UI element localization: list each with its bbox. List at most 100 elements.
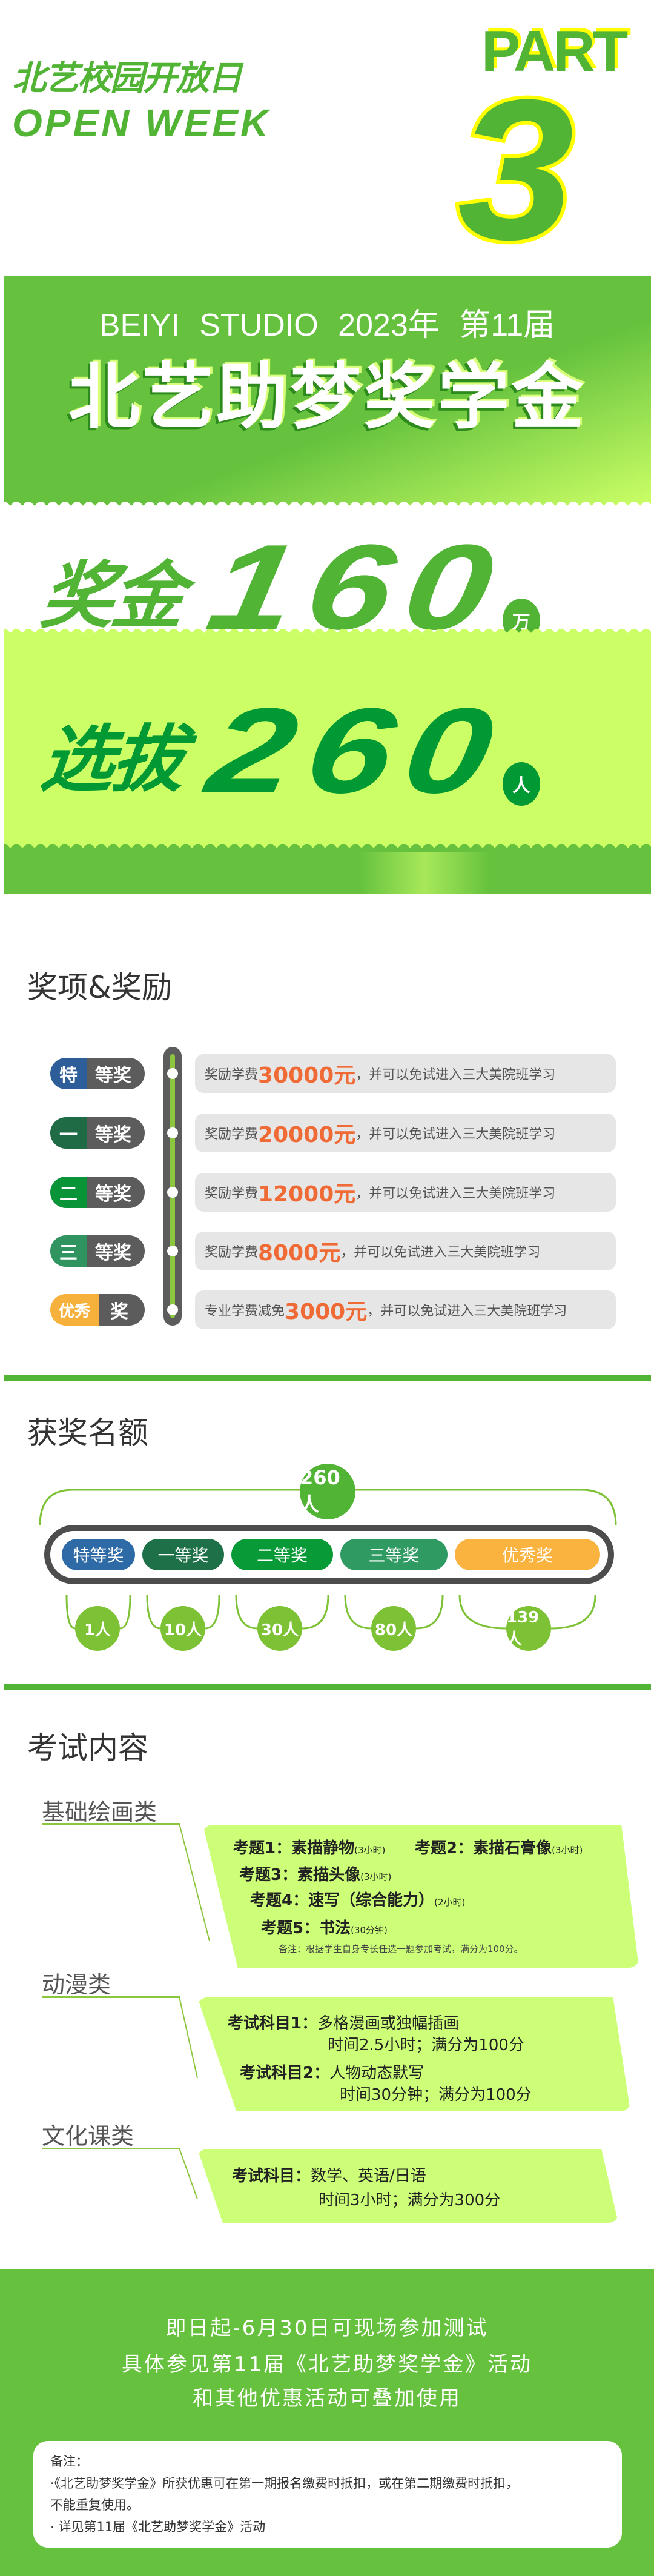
category-basic: 基础绘画类 xyxy=(42,1799,157,1825)
awards-title: 奖项&奖励 xyxy=(27,970,172,1005)
scholarship-title: 北艺助梦奖学金 xyxy=(68,355,586,439)
connector-lines xyxy=(179,1823,210,2200)
tier-count: 1人 xyxy=(75,1606,120,1651)
q3-name: 素描头像 xyxy=(297,1866,361,1884)
part-label: PART xyxy=(481,19,628,84)
category-underline xyxy=(42,1823,180,1825)
anime-s1-name: 多格漫画或独幅插画 xyxy=(317,2014,460,2033)
tier-bracket xyxy=(458,1595,596,1630)
culture-s1-name: 数学、英语/日语 xyxy=(311,2167,426,2185)
anime-s2-label: 考试科目2： xyxy=(240,2064,330,2082)
tier-bracket xyxy=(146,1595,220,1630)
quota-brackets xyxy=(39,1489,617,1630)
award-tier: 三 xyxy=(50,1235,87,1267)
award-suffix: 等奖 xyxy=(82,1058,145,1089)
q3-time: (3小时) xyxy=(360,1871,392,1882)
q2-time: (3小时) xyxy=(552,1845,583,1856)
q1-label: 考题1： xyxy=(233,1839,292,1857)
reward-amount: 8000元 xyxy=(258,1241,341,1266)
reward-amount: 12000元 xyxy=(258,1182,356,1207)
selection-label: 选拔 xyxy=(37,719,187,800)
reward-prefix: 奖励学费 xyxy=(205,1245,259,1260)
footer-line: 具体参见第11届《北艺助梦奖学金》活动 xyxy=(121,2352,533,2377)
award-tier: 一 xyxy=(50,1117,87,1149)
award-tier: 二 xyxy=(50,1177,87,1208)
tier-bracket xyxy=(344,1595,444,1630)
culture-s1-detail: 时间3小时；满分为300分 xyxy=(319,2191,501,2209)
q4-name: 速写（综合能力） xyxy=(308,1891,435,1910)
footer-line: 即日起-6月30日可现场参加测试 xyxy=(165,2316,489,2340)
reward-rest: ，并可以免试进入三大美院班学习 xyxy=(355,1067,556,1083)
award-badge: 三 等奖 xyxy=(50,1235,145,1267)
hero-banner xyxy=(4,276,651,506)
award-badge: 特 等奖 xyxy=(50,1058,145,1089)
exam-title: 考试内容 xyxy=(27,1730,148,1765)
reward-prefix: 专业学费减免 xyxy=(205,1304,285,1319)
reward-rest: ，并可以免试进入三大美院班学习 xyxy=(355,1127,556,1142)
q5-name: 书法 xyxy=(319,1919,351,1937)
reward-amount: 3000元 xyxy=(285,1300,368,1324)
reward-rest: ，并可以免试进入三大美院班学习 xyxy=(367,1304,567,1319)
award-suffix: 奖 xyxy=(94,1294,145,1326)
category-anime: 动漫类 xyxy=(42,1971,111,1998)
tier-pill: 特等奖 xyxy=(62,1539,135,1570)
green-strip xyxy=(4,848,651,894)
award-badge: 一 等奖 xyxy=(50,1117,145,1149)
tier-count: 30人 xyxy=(257,1606,302,1651)
selection-count: 选拔 260 人 xyxy=(38,683,540,818)
tier-count: 139人 xyxy=(506,1606,551,1651)
tier-pill: 一等奖 xyxy=(142,1539,224,1570)
note-line: 不能重复使用。 xyxy=(50,2498,139,2512)
exam-card-culture: 考试科目：数学、英语/日语 时间3小时；满分为300分 xyxy=(197,2149,618,2223)
anime-s1-label: 考试科目1： xyxy=(228,2014,318,2033)
reward-amount: 30000元 xyxy=(258,1063,356,1088)
exam-card-basic: 考题1：素描静物(3小时) 考题2：素描石膏像(3小时) 考题3：素描头像(3小… xyxy=(203,1825,639,1968)
prize-money: 奖金 160 万 xyxy=(38,520,540,655)
zigzag-divider xyxy=(4,629,651,637)
award-suffix: 等奖 xyxy=(82,1177,145,1208)
part-number: 3 xyxy=(454,58,578,281)
prize-number: 160 xyxy=(199,520,517,655)
q4-label: 考题4： xyxy=(250,1891,309,1910)
timeline-dot xyxy=(167,1187,178,1198)
q1-time: (3小时) xyxy=(354,1845,386,1856)
tier-bracket xyxy=(235,1595,329,1630)
award-suffix: 等奖 xyxy=(82,1117,145,1149)
anime-s2-detail: 时间30分钟；满分为100分 xyxy=(340,2086,532,2104)
selection-section xyxy=(4,633,651,848)
event-title-en: OPEN WEEK xyxy=(12,101,271,145)
event-title-cn: 北艺校园开放日 xyxy=(12,59,242,98)
q3-label: 考题3： xyxy=(239,1866,298,1884)
reward-prefix: 奖励学费 xyxy=(205,1127,259,1142)
total-count: 260人 xyxy=(300,1464,355,1519)
notes-title: 备注： xyxy=(50,2454,88,2469)
award-badge: 二 等奖 xyxy=(50,1177,145,1208)
selection-number: 260 xyxy=(199,683,517,818)
reward-amount: 20000元 xyxy=(258,1123,356,1147)
reward-rest: ，并可以免试进入三大美院班学习 xyxy=(340,1245,541,1260)
category-underline xyxy=(42,2148,180,2149)
award-badge: 优秀 奖 xyxy=(50,1294,145,1326)
category-underline xyxy=(42,1996,180,1998)
q5-label: 考题5： xyxy=(261,1919,320,1937)
tier-pill: 二等奖 xyxy=(231,1539,333,1570)
reward-rest: ，并可以免试进入三大美院班学习 xyxy=(355,1186,556,1201)
quota-title: 获奖名额 xyxy=(27,1415,148,1450)
reward-prefix: 奖励学费 xyxy=(205,1186,259,1201)
prize-label: 奖金 xyxy=(37,556,187,637)
zigzag-divider xyxy=(4,844,651,852)
money-section xyxy=(4,506,651,633)
q5-time: (30分钟) xyxy=(351,1925,388,1936)
anime-s2-name: 人物动态默写 xyxy=(329,2064,424,2082)
culture-s1-label: 考试科目： xyxy=(232,2167,311,2185)
reward-prefix: 奖励学费 xyxy=(205,1067,259,1083)
q2-name: 素描石膏像 xyxy=(473,1839,552,1857)
award-suffix: 等奖 xyxy=(82,1235,145,1267)
zigzag-divider xyxy=(4,502,651,510)
timeline-dot xyxy=(167,1068,178,1079)
tier-capsule xyxy=(44,1525,614,1584)
tier-pill: 三等奖 xyxy=(340,1539,448,1570)
